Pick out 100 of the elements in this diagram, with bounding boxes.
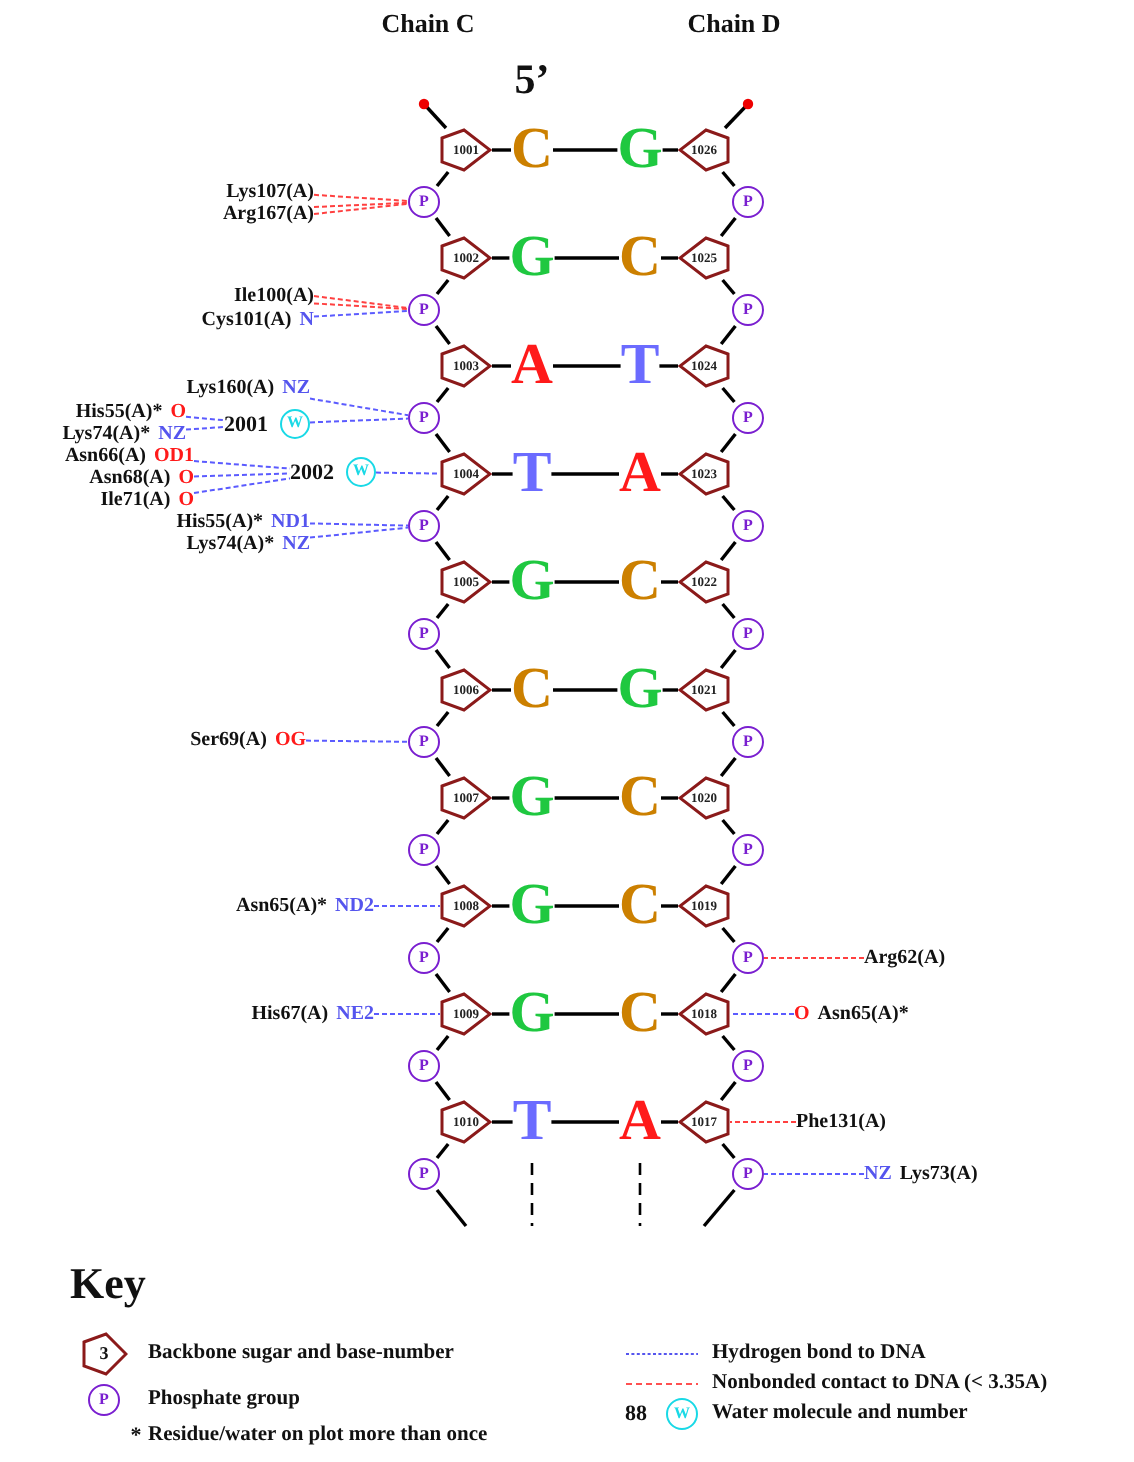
backbone-line bbox=[661, 796, 678, 800]
residue-name: Lys160(A) bbox=[186, 377, 275, 399]
backbone-line bbox=[434, 648, 451, 670]
residue-name: His55(A)* bbox=[75, 401, 163, 423]
backbone-line bbox=[435, 278, 450, 296]
base-letter: C bbox=[511, 125, 553, 175]
backbone-line bbox=[434, 324, 451, 346]
legend-text: Nonbonded contact to DNA (< 3.35A) bbox=[712, 1372, 1048, 1396]
residue-name: Lys73(A) bbox=[899, 1163, 978, 1185]
backbone-line bbox=[661, 1012, 678, 1016]
residue-name: Asn65(A)* bbox=[817, 1003, 909, 1025]
contact-line bbox=[305, 739, 409, 743]
backbone-line bbox=[492, 256, 510, 260]
backbone-line bbox=[492, 148, 511, 152]
backbone-line bbox=[553, 688, 618, 692]
contact-line bbox=[763, 1173, 865, 1175]
phosphate-circle: P bbox=[732, 942, 764, 974]
backbone-line bbox=[661, 256, 678, 260]
phosphate-circle: P bbox=[732, 186, 764, 218]
base-letter: G bbox=[509, 989, 555, 1039]
base-letter: G bbox=[509, 233, 555, 283]
contact-line bbox=[193, 460, 291, 470]
contact-line bbox=[185, 415, 225, 422]
base-letter: G bbox=[509, 881, 555, 931]
atom-name: O bbox=[794, 1003, 810, 1025]
phosphate-circle: P bbox=[408, 618, 440, 650]
phosphate-circle: P bbox=[408, 1158, 440, 1190]
base-letter: C bbox=[619, 233, 661, 283]
sugar-pentagon bbox=[678, 452, 730, 496]
backbone-line bbox=[551, 1120, 619, 1124]
atom-name: OD1 bbox=[154, 445, 194, 467]
base-letter: A bbox=[511, 341, 553, 391]
sugar-pentagon bbox=[678, 236, 730, 280]
phosphate-circle: P bbox=[408, 402, 440, 434]
backbone-line bbox=[418, 98, 448, 130]
residue-name: Asn66(A) bbox=[64, 445, 146, 467]
atom-name: NZ bbox=[282, 533, 310, 555]
sugar-pentagon bbox=[678, 992, 730, 1036]
backbone-line bbox=[661, 1120, 678, 1124]
phosphate-circle: P bbox=[732, 726, 764, 758]
legend-text: Residue/water on plot more than once bbox=[148, 1424, 488, 1448]
backbone-line bbox=[553, 148, 618, 152]
backbone-line bbox=[435, 170, 450, 188]
asterisk: * bbox=[130, 1424, 142, 1448]
phosphate-circle: P bbox=[408, 1050, 440, 1082]
legend-text: Hydrogen bond to DNA bbox=[712, 1342, 926, 1366]
phosphate-circle: P bbox=[408, 942, 440, 974]
atom-name: O bbox=[170, 401, 186, 423]
contact-line bbox=[373, 1013, 441, 1015]
phosphate-circle: P bbox=[732, 834, 764, 866]
phosphate-circle: P bbox=[732, 402, 764, 434]
water-symbol: W bbox=[666, 1398, 698, 1430]
contact-line bbox=[313, 295, 409, 309]
backbone-line bbox=[492, 364, 511, 368]
legend-text: Phosphate group bbox=[148, 1388, 300, 1412]
residue-name: Arg62(A) bbox=[864, 947, 946, 969]
residue-name: His55(A)* bbox=[176, 511, 264, 533]
contact-line bbox=[729, 1013, 795, 1015]
backbone-line bbox=[553, 364, 621, 368]
contact-line bbox=[193, 472, 291, 478]
phosphate-circle: P bbox=[408, 726, 440, 758]
backbone-line bbox=[719, 216, 737, 238]
contact-line bbox=[375, 471, 441, 475]
backbone-line bbox=[434, 756, 451, 778]
backbone-line bbox=[434, 864, 451, 886]
backbone-line bbox=[661, 580, 678, 584]
residue-name: Lys74(A)* bbox=[62, 423, 151, 445]
sugar-pentagon bbox=[440, 452, 492, 496]
contact-line bbox=[309, 417, 409, 424]
base-letter: A bbox=[619, 1097, 661, 1147]
residue-name: Phe131(A) bbox=[796, 1111, 886, 1133]
sugar-pentagon bbox=[440, 128, 492, 172]
residue-name: Lys107(A) bbox=[226, 181, 314, 203]
dashed-line bbox=[638, 1163, 642, 1226]
atom-name: NZ bbox=[864, 1163, 892, 1185]
sample-number: 3 bbox=[99, 1345, 109, 1363]
contact-line bbox=[729, 1121, 797, 1123]
contact-line bbox=[193, 477, 291, 494]
sugar-pentagon bbox=[678, 560, 730, 604]
sugar-pentagon bbox=[440, 344, 492, 388]
backbone-line bbox=[661, 472, 678, 476]
backbone-line bbox=[721, 1034, 736, 1052]
backbone-line bbox=[435, 602, 450, 620]
contact-line bbox=[313, 193, 409, 202]
sample-number: 88 bbox=[625, 1402, 647, 1426]
backbone-line bbox=[435, 386, 450, 404]
contact-line bbox=[313, 310, 409, 318]
backbone-line bbox=[662, 688, 678, 692]
chain-label: Chain C bbox=[381, 8, 475, 40]
backbone-line bbox=[721, 1142, 736, 1160]
contact-line bbox=[309, 397, 409, 417]
residue-name: Lys74(A)* bbox=[186, 533, 275, 555]
backbone-line bbox=[554, 256, 619, 260]
residue-name: His67(A) bbox=[251, 1003, 329, 1025]
atom-name: ND2 bbox=[335, 895, 374, 917]
phosphate-circle: P bbox=[732, 1158, 764, 1190]
phosphate-circle: P bbox=[732, 618, 764, 650]
backbone-line bbox=[662, 148, 678, 152]
backbone-line bbox=[434, 972, 451, 994]
backbone-line bbox=[492, 796, 510, 800]
